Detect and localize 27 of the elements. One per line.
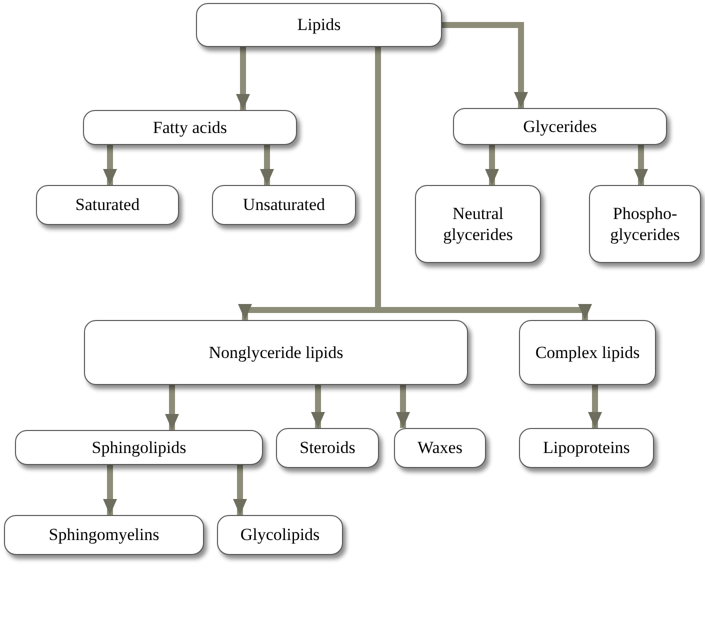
arrow xyxy=(485,145,499,185)
category-box: Nonglyceride lipids xyxy=(84,320,468,385)
category-box: Phospho-glycerides xyxy=(589,185,701,263)
arrow xyxy=(311,385,325,428)
category-box: Glycolipids xyxy=(217,515,343,555)
arrow xyxy=(165,385,179,430)
arrow xyxy=(588,385,602,428)
arrow xyxy=(103,465,117,515)
category-box: Lipids xyxy=(196,3,442,47)
category-box: Unsaturated xyxy=(212,185,356,225)
arrow xyxy=(233,465,247,515)
arrow xyxy=(236,47,250,110)
arrow xyxy=(396,385,410,428)
arrow xyxy=(442,22,528,108)
category-box: Glycerides xyxy=(453,108,667,145)
category-box: Sphingomyelins xyxy=(4,515,204,555)
category-box: Neutral glycerides xyxy=(415,185,541,263)
category-box: Fatty acids xyxy=(83,110,297,145)
category-box: Steroids xyxy=(276,428,379,468)
category-box: Complex lipids xyxy=(519,320,656,385)
category-box: Saturated xyxy=(36,185,179,225)
category-box: Waxes xyxy=(394,428,486,468)
arrow xyxy=(103,145,117,185)
category-box: Lipoproteins xyxy=(519,428,654,468)
arrow xyxy=(634,145,648,185)
category-box: Sphingolipids xyxy=(15,430,263,465)
arrow xyxy=(260,145,274,185)
